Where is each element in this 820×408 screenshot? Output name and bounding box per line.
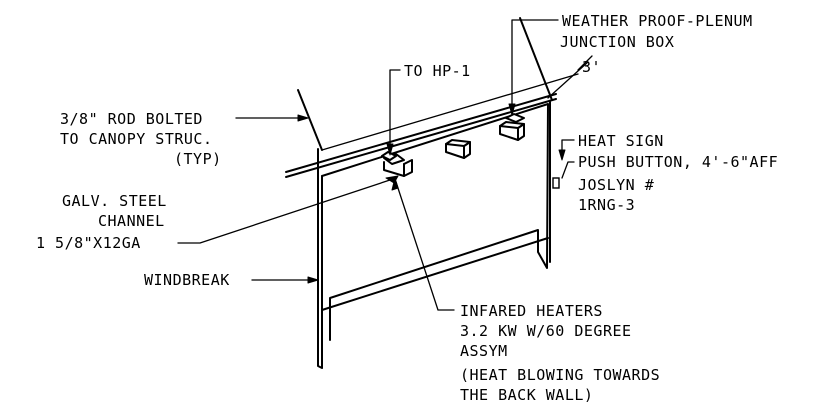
label-push-button-line3: 1RNG-3 xyxy=(578,196,635,214)
label-rod-line2: TO CANOPY STRUC. xyxy=(60,130,213,148)
windbreak-bottom-edge xyxy=(321,237,549,311)
label-push-button-line2: JOSLYN # xyxy=(578,176,654,194)
label-junction-box-line1: WEATHER PROOF-PLENUM xyxy=(562,12,753,30)
label-channel-line1: GALV. STEEL xyxy=(62,192,167,210)
junction-box xyxy=(505,113,525,123)
mount-clip-left xyxy=(381,151,397,161)
label-dimension: 3' xyxy=(582,58,601,76)
label-heat-sign: HEAT SIGN xyxy=(578,132,664,150)
label-to-hp: TO HP-1 xyxy=(404,62,471,80)
push-button xyxy=(552,177,560,189)
dimension-line xyxy=(547,61,589,99)
label-junction-box-line2: JUNCTION BOX xyxy=(560,33,674,51)
label-heaters-line4: (HEAT BLOWING TOWARDS xyxy=(460,366,660,384)
canopy-edge xyxy=(285,93,557,173)
label-rod-line3: (TYP) xyxy=(174,150,222,168)
label-channel-line3: 1 5/8"X12GA xyxy=(36,234,141,252)
windbreak-panel xyxy=(317,103,549,369)
leader-push-button xyxy=(561,161,575,179)
dimension-tick xyxy=(577,55,593,71)
steel-channel xyxy=(285,98,557,178)
label-push-button-line1: PUSH BUTTON, 4'-6"AFF xyxy=(578,153,778,171)
canopy-rod-right xyxy=(519,17,553,101)
canopy-rod-left xyxy=(297,89,323,151)
label-heaters-line5: THE BACK WALL) xyxy=(460,386,593,404)
infrared-heater-2 xyxy=(445,139,471,159)
leader-heaters xyxy=(395,181,455,311)
label-windbreak: WINDBREAK xyxy=(144,271,230,289)
label-heaters-line1: INFARED HEATERS xyxy=(460,302,603,320)
label-rod-line1: 3/8" ROD BOLTED xyxy=(60,110,203,128)
label-heaters-line3: ASSYM xyxy=(460,342,508,360)
label-heaters-line2: 3.2 KW W/60 DEGREE xyxy=(460,322,632,340)
leader-to-hp xyxy=(389,69,401,153)
leader-channel xyxy=(177,177,397,244)
leader-junction-box xyxy=(511,19,559,113)
canopy-top-edge xyxy=(321,73,579,151)
label-channel-line2: CHANNEL xyxy=(98,212,165,230)
infrared-heater-3 xyxy=(499,121,525,141)
